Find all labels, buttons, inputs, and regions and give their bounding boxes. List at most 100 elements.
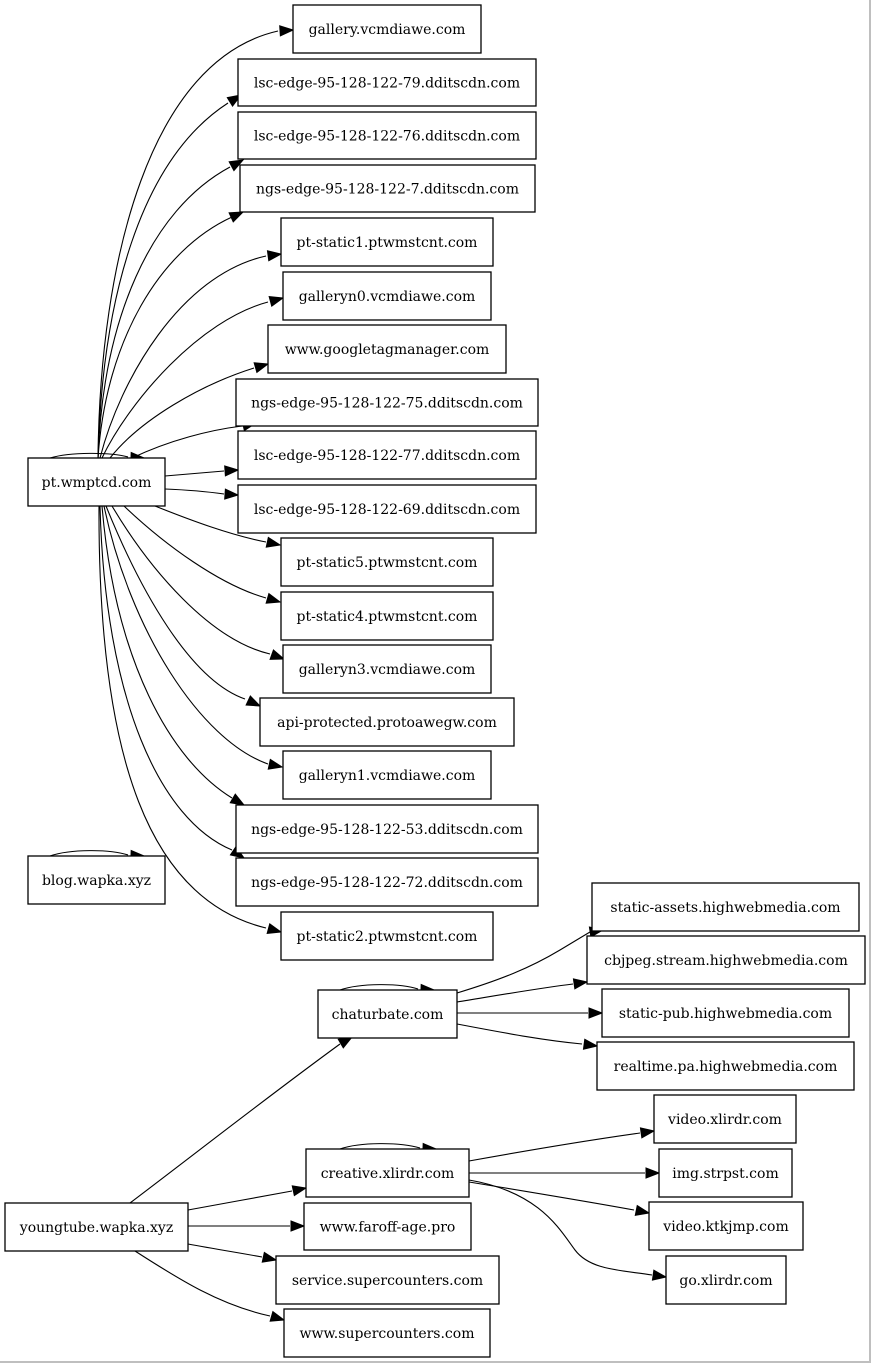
edge-line bbox=[98, 505, 267, 929]
edge-line bbox=[339, 1143, 421, 1150]
node-ptstatic1: pt-static1.ptwmstcnt.com bbox=[280, 217, 494, 267]
node-label: lsc-edge-95-128-122-77.dditscdn.com bbox=[254, 448, 520, 464]
arrow-head bbox=[588, 1007, 604, 1019]
edge-line bbox=[129, 1043, 341, 1204]
edge-line bbox=[456, 1023, 583, 1045]
edge-line bbox=[187, 1243, 263, 1258]
arrow-head bbox=[572, 978, 589, 990]
edge-pt-to-ptstatic5 bbox=[154, 505, 282, 548]
edge-line bbox=[468, 1181, 635, 1211]
node-label: video.ktkjmp.com bbox=[662, 1219, 788, 1235]
node-ngs72: ngs-edge-95-128-122-72.dditscdn.com bbox=[235, 857, 539, 907]
edge-line bbox=[456, 983, 574, 1003]
edge-chaturbate-to-staticpub bbox=[457, 1007, 604, 1019]
node-galleryn3: galleryn3.vcmdiawe.com bbox=[282, 644, 492, 694]
arrow-head bbox=[261, 1251, 278, 1263]
edge-line bbox=[99, 505, 233, 851]
node-ngs53: ngs-edge-95-128-122-53.dditscdn.com bbox=[235, 804, 539, 854]
edge-pt-to-gtm bbox=[109, 362, 270, 459]
node-ngs75: ngs-edge-95-128-122-75.dditscdn.com bbox=[235, 378, 539, 427]
frame-border-right bbox=[869, 0, 871, 1363]
node-label: go.xlirdr.com bbox=[679, 1273, 772, 1289]
node-goxlirdr: go.xlirdr.com bbox=[665, 1255, 787, 1305]
arrow-head bbox=[229, 793, 246, 806]
node-lsc79: lsc-edge-95-128-122-79.dditscdn.com bbox=[237, 58, 537, 107]
node-label: static-assets.highwebmedia.com bbox=[610, 900, 840, 916]
arrow-head bbox=[582, 1038, 599, 1050]
node-box bbox=[237, 430, 537, 480]
node-label: img.strpst.com bbox=[672, 1166, 778, 1182]
node-videoxlirdr: video.xlirdr.com bbox=[653, 1094, 797, 1144]
node-box bbox=[237, 111, 537, 160]
node-wwwsc: www.supercounters.com bbox=[283, 1308, 491, 1358]
arrow-head bbox=[269, 649, 286, 660]
node-ptstatic2: pt-static2.ptwmstcnt.com bbox=[280, 911, 494, 961]
arrow-head bbox=[228, 159, 245, 172]
arrow-head bbox=[269, 1310, 286, 1322]
edge-pt-to-gallery bbox=[97, 25, 295, 459]
edge-creative-to-goxlirdr bbox=[468, 1179, 668, 1281]
arrow-head bbox=[265, 592, 282, 604]
edge-line bbox=[109, 367, 255, 459]
edge-pt-to-lsc69 bbox=[164, 488, 240, 500]
node-box bbox=[283, 1308, 491, 1358]
edge-pt-to-galleryn3 bbox=[111, 505, 286, 660]
node-box bbox=[235, 804, 539, 854]
node-label: video.xlirdr.com bbox=[667, 1112, 782, 1128]
edge-line bbox=[97, 166, 231, 459]
node-cbjpeg: cbjpeg.stream.highwebmedia.com bbox=[586, 935, 866, 985]
node-box bbox=[665, 1255, 787, 1305]
node-label: youngtube.wapka.xyz bbox=[19, 1220, 173, 1236]
edge-line bbox=[49, 850, 129, 857]
node-label: api-protected.protoawegw.com bbox=[277, 715, 497, 731]
node-label: lsc-edge-95-128-122-69.dditscdn.com bbox=[254, 502, 520, 518]
arrow-head bbox=[268, 295, 285, 308]
node-creative: creative.xlirdr.com bbox=[305, 1148, 470, 1198]
node-blog: blog.wapka.xyz bbox=[27, 855, 166, 905]
node-label: www.googletagmanager.com bbox=[285, 342, 490, 358]
arrow-head bbox=[651, 1269, 668, 1281]
edge-line bbox=[154, 505, 267, 543]
node-youngtube: youngtube.wapka.xyz bbox=[4, 1202, 189, 1252]
arrow-head bbox=[266, 250, 283, 262]
node-box bbox=[586, 935, 866, 985]
edge-line bbox=[164, 488, 225, 495]
node-box bbox=[653, 1094, 797, 1144]
node-box bbox=[237, 484, 537, 534]
node-realtime: realtime.pa.highwebmedia.com bbox=[596, 1041, 855, 1091]
node-chaturbate: chaturbate.com bbox=[317, 989, 458, 1039]
edge-line bbox=[456, 931, 591, 994]
node-label: pt-static1.ptwmstcnt.com bbox=[297, 235, 478, 251]
nodes-layer: pt.wmptcd.comblog.wapka.xyzyoungtube.wap… bbox=[4, 4, 866, 1358]
node-label: gallery.vcmdiawe.com bbox=[309, 22, 466, 38]
node-galleryn1: galleryn1.vcmdiawe.com bbox=[282, 750, 492, 800]
arrow-head bbox=[267, 758, 284, 770]
node-lsc69: lsc-edge-95-128-122-69.dditscdn.com bbox=[237, 484, 537, 534]
node-box bbox=[601, 988, 850, 1038]
node-label: ngs-edge-95-128-122-72.dditscdn.com bbox=[251, 875, 523, 891]
edge-line bbox=[97, 30, 279, 459]
node-box bbox=[27, 855, 166, 905]
edge-line bbox=[468, 1132, 641, 1162]
edge-creative-to-imgstrpst bbox=[469, 1167, 661, 1179]
node-box bbox=[591, 882, 860, 932]
node-box bbox=[282, 271, 492, 321]
edge-line bbox=[134, 1250, 271, 1317]
edge-line bbox=[468, 1179, 653, 1276]
node-gallery: gallery.vcmdiawe.com bbox=[292, 4, 482, 54]
arrow-head bbox=[253, 362, 270, 374]
edge-chaturbate-to-cbjpeg bbox=[456, 978, 589, 1003]
edge-line bbox=[111, 505, 271, 655]
node-box bbox=[596, 1041, 855, 1091]
arrow-head bbox=[290, 1220, 306, 1232]
edge-line bbox=[101, 301, 269, 459]
edge-pt-to-api bbox=[105, 505, 262, 707]
node-label: static-pub.highwebmedia.com bbox=[619, 1006, 832, 1022]
edges-layer bbox=[49, 25, 668, 1322]
edge-line bbox=[97, 102, 229, 459]
node-box bbox=[237, 58, 537, 107]
arrow-head bbox=[639, 1127, 656, 1139]
node-box bbox=[658, 1148, 793, 1198]
node-box bbox=[280, 537, 494, 587]
